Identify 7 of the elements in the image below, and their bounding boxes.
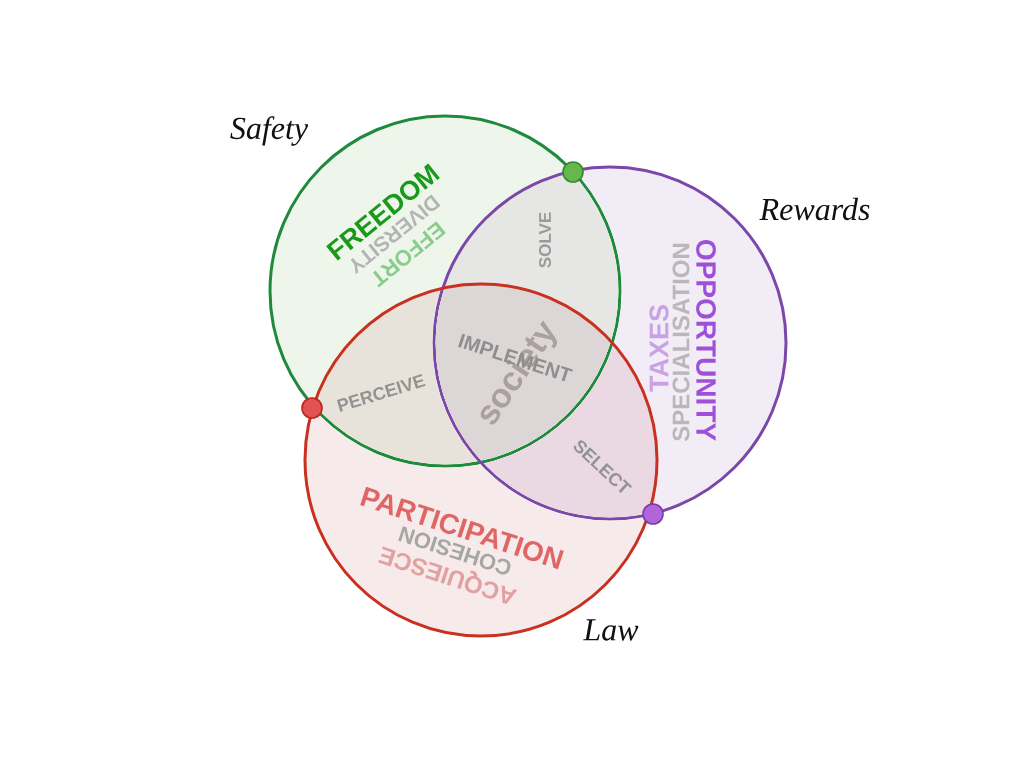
set-keyword: SPECIALISATION — [672, 243, 690, 442]
set-keyword: TAXES — [649, 305, 669, 392]
overlap-label: SOLVE — [539, 212, 552, 268]
set-label: Safety — [230, 116, 309, 146]
set-title: OPPORTUNITY — [696, 240, 716, 441]
set-label: Rewards — [759, 197, 870, 221]
set-label: Law — [583, 619, 639, 641]
